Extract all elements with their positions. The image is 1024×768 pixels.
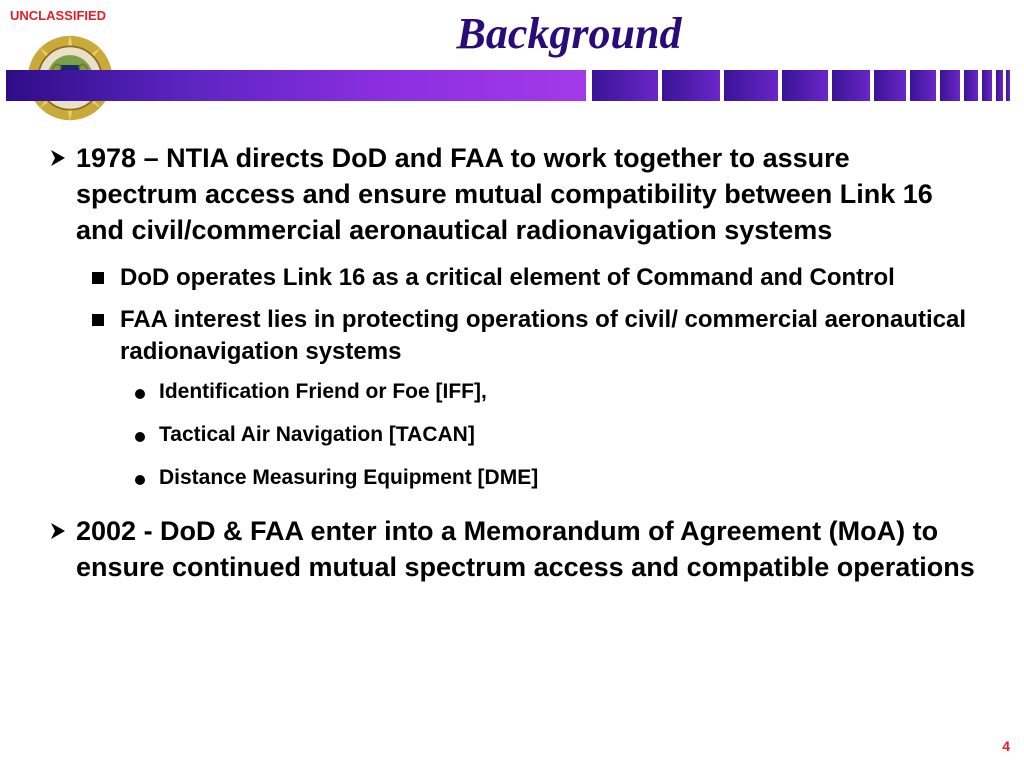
bullet-level2: DoD operates Link 16 as a critical eleme… [92,262,978,294]
bullet-level1: 2002 - DoD & FAA enter into a Memorandum… [48,513,978,585]
bullet-level1: 1978 – NTIA directs DoD and FAA to work … [48,140,978,248]
title-bar-main [6,70,586,101]
bullet-text: Distance Measuring Equipment [DME] [159,466,539,489]
title-bar-segment [982,70,992,101]
title-bar-segment [592,70,658,101]
title-bar-segment [1006,70,1010,101]
slide-body: 1978 – NTIA directs DoD and FAA to work … [48,140,978,599]
dot-bullet-icon [135,389,145,399]
title-bar-decoration [6,70,1018,101]
arrow-bullet-icon [51,150,65,166]
bullet-level3: Tactical Air Navigation [TACAN] [135,421,978,449]
slide-title: Background [456,9,682,58]
title-bar-segment [940,70,960,101]
title-bar-segment [964,70,978,101]
title-bar-segment [662,70,720,101]
arrow-bullet-icon [51,523,65,539]
bullet-level2: FAA interest lies in protecting operatio… [92,304,978,368]
title-bar-segment [782,70,828,101]
bullet-text: Identification Friend or Foe [IFF], [159,380,487,403]
title-bar-segment [996,70,1003,101]
bullet-text: FAA interest lies in protecting operatio… [120,306,966,365]
page-number: 4 [1002,738,1010,754]
square-bullet-icon [92,314,104,326]
title-bar-segment [874,70,906,101]
title-bar-segment [724,70,778,101]
bullet-text: 1978 – NTIA directs DoD and FAA to work … [76,143,933,245]
square-bullet-icon [92,272,104,284]
dot-bullet-icon [135,432,145,442]
bullet-text: DoD operates Link 16 as a critical eleme… [120,264,895,291]
title-bar-segment [910,70,936,101]
bullet-text: 2002 - DoD & FAA enter into a Memorandum… [76,516,975,582]
classification-label: UNCLASSIFIED [10,8,107,23]
bullet-level3: Distance Measuring Equipment [DME] [135,464,978,492]
bullet-level3: Identification Friend or Foe [IFF], [135,378,978,406]
bullet-text: Tactical Air Navigation [TACAN] [159,423,475,446]
dot-bullet-icon [135,475,145,485]
title-bar-segment [832,70,870,101]
